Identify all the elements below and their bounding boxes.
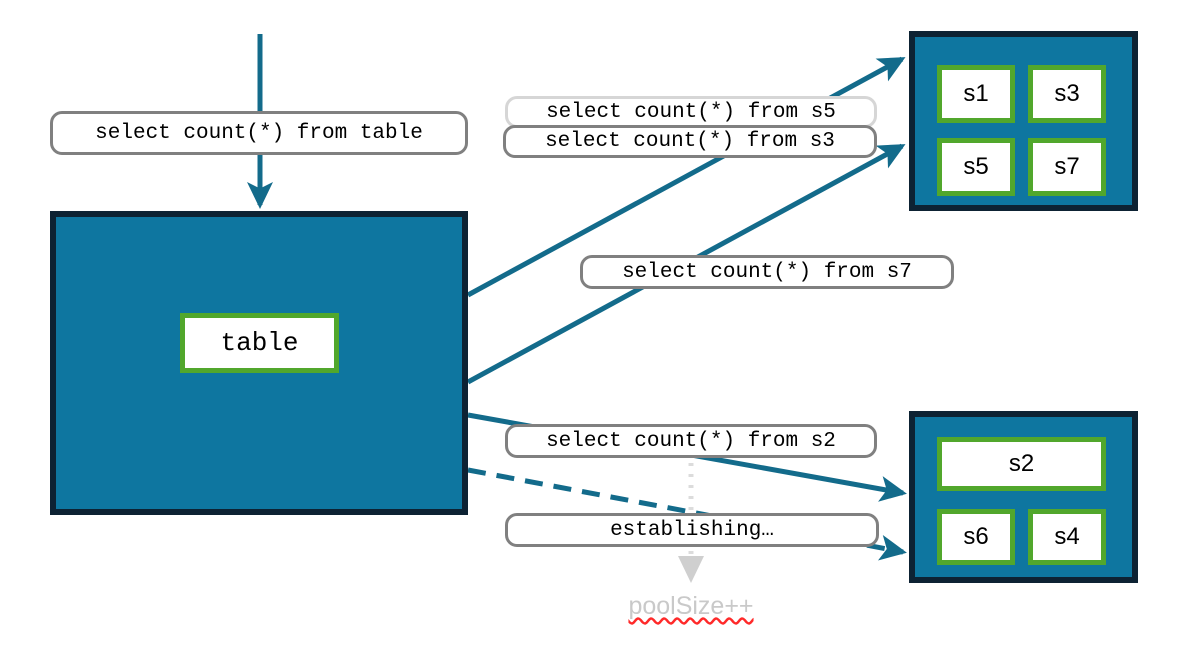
label-query-s5[interactable]: select count(*) from s5 [505,96,877,128]
label-establishing[interactable]: establishing… [505,513,879,547]
session-chip-s7[interactable]: s7 [1028,138,1106,196]
session-chip-s4[interactable]: s4 [1028,509,1106,565]
label-query-s3[interactable]: select count(*) from s3 [503,125,877,158]
label-root-query[interactable]: select count(*) from table [50,111,468,155]
session-chip-s6[interactable]: s6 [937,509,1015,565]
label-query-s2[interactable]: select count(*) from s2 [505,424,877,458]
session-chip-s2[interactable]: s2 [937,437,1106,491]
session-chip-s3[interactable]: s3 [1028,65,1106,123]
label-query-s7[interactable]: select count(*) from s7 [580,255,954,289]
session-chip-s5[interactable]: s5 [937,138,1015,196]
table-chip[interactable]: table [180,313,339,373]
poolsize-annotation: poolSize++ [628,592,754,620]
session-chip-s1[interactable]: s1 [937,65,1015,123]
